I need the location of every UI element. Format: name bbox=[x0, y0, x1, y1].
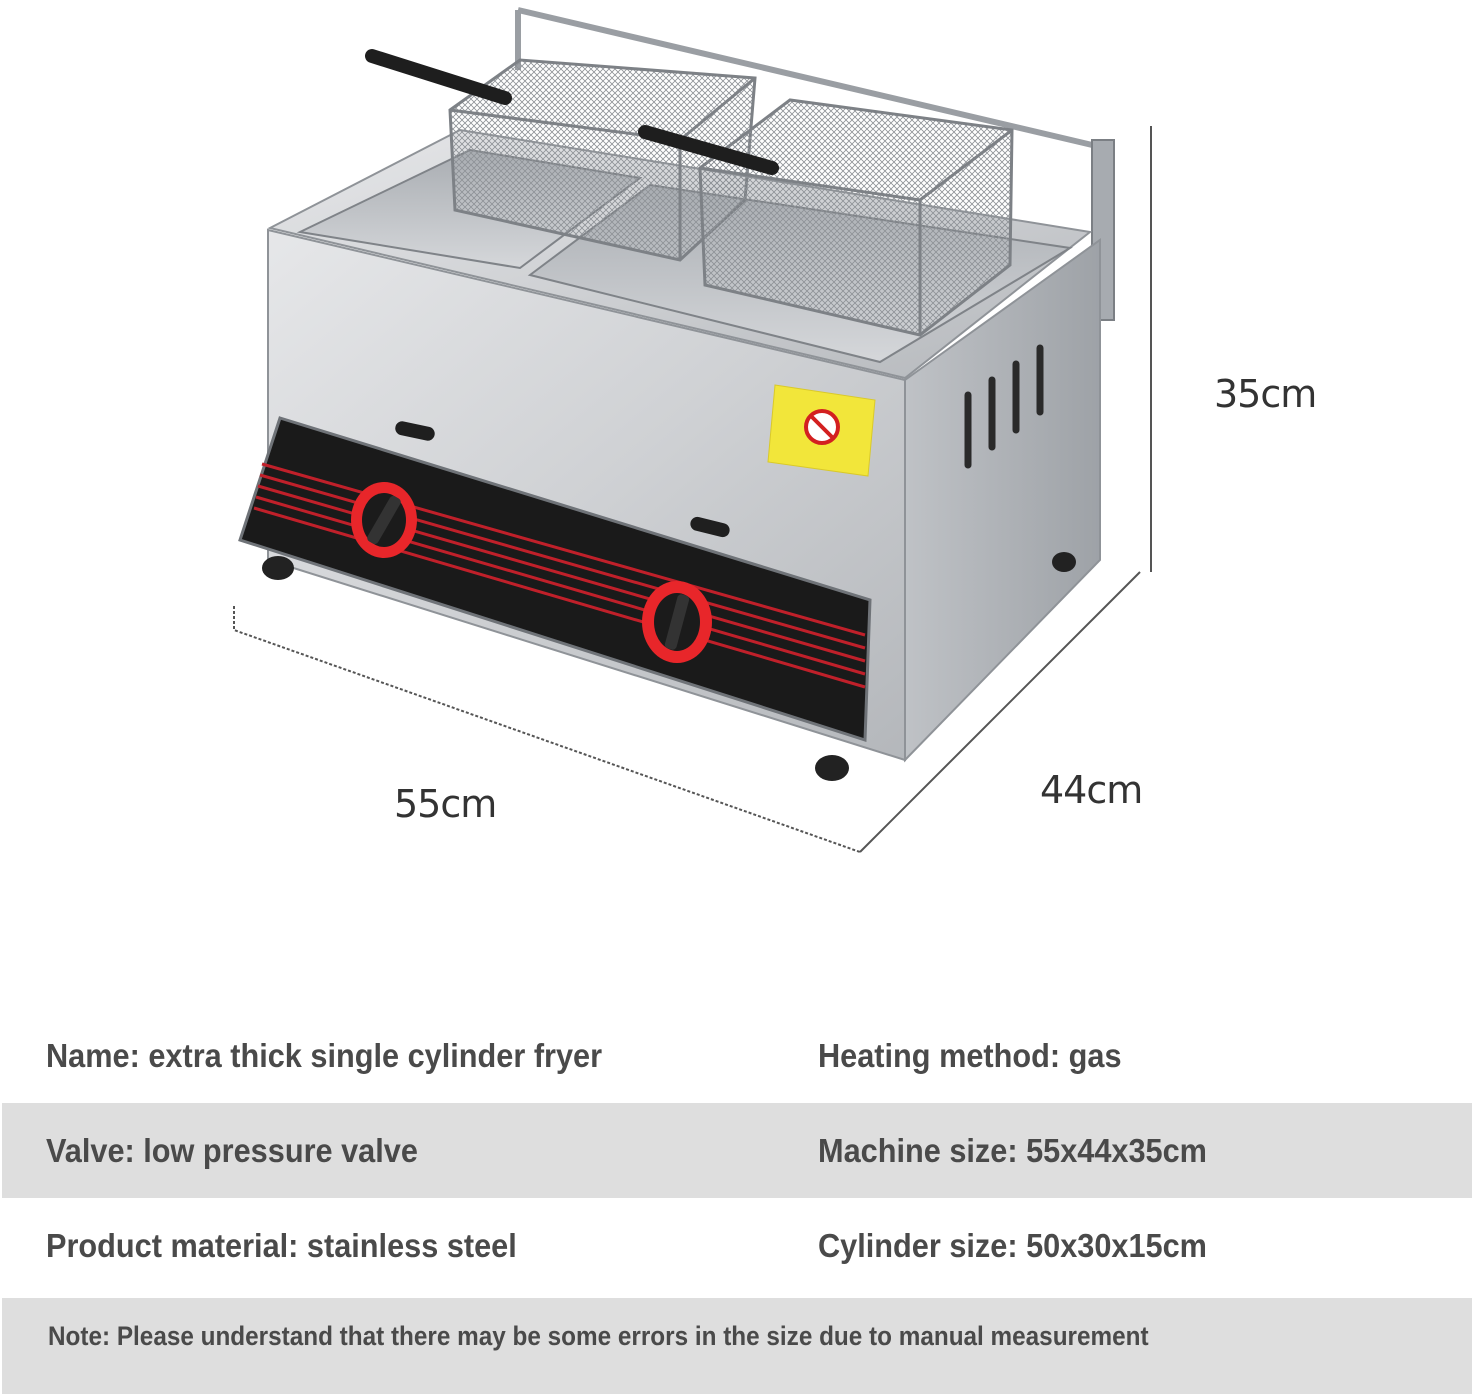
foot bbox=[262, 556, 294, 580]
fryer-side bbox=[904, 238, 1101, 763]
note-row: Note: Please understand that there may b… bbox=[2, 1298, 1472, 1394]
vent-slot-left bbox=[395, 421, 435, 441]
spec-heating-method: Heating method: gas bbox=[818, 1037, 1122, 1074]
foot bbox=[815, 755, 849, 781]
basket-handle-left bbox=[365, 49, 512, 105]
spec-row: Valve: low pressure valve Machine size: … bbox=[2, 1103, 1472, 1198]
control-knob-left bbox=[351, 482, 417, 558]
height-dimension-label: 35cm bbox=[1214, 372, 1317, 416]
spec-valve: Valve: low pressure valve bbox=[46, 1132, 418, 1169]
spec-row: Product material: stainless steel Cylind… bbox=[0, 1198, 1470, 1293]
width-dimension-label: 55cm bbox=[394, 782, 497, 826]
spec-table: Name: extra thick single cylinder fryer … bbox=[0, 1008, 1474, 1293]
frying-basket-right bbox=[638, 98, 1014, 337]
measurement-note: Note: Please understand that there may b… bbox=[48, 1321, 1149, 1351]
vent-slot-right bbox=[690, 516, 730, 538]
spec-material: Product material: stainless steel bbox=[46, 1227, 517, 1264]
spec-row: Name: extra thick single cylinder fryer … bbox=[0, 1008, 1470, 1103]
product-illustration: 35cm 55cm 44cm bbox=[233, 7, 1317, 853]
warning-label bbox=[767, 384, 876, 477]
basket-handle-right bbox=[638, 125, 779, 175]
dimension-lines bbox=[233, 126, 1152, 853]
spec-cylinder-size: Cylinder size: 50x30x15cm bbox=[818, 1227, 1207, 1264]
fryer-image bbox=[233, 7, 1152, 853]
foot bbox=[1052, 552, 1076, 572]
depth-dimension-label: 44cm bbox=[1040, 768, 1143, 812]
spec-machine-size: Machine size: 55x44x35cm bbox=[818, 1132, 1207, 1169]
spec-name: Name: extra thick single cylinder fryer bbox=[46, 1037, 603, 1074]
control-knob-right bbox=[642, 581, 712, 663]
side-vents bbox=[964, 344, 1044, 469]
